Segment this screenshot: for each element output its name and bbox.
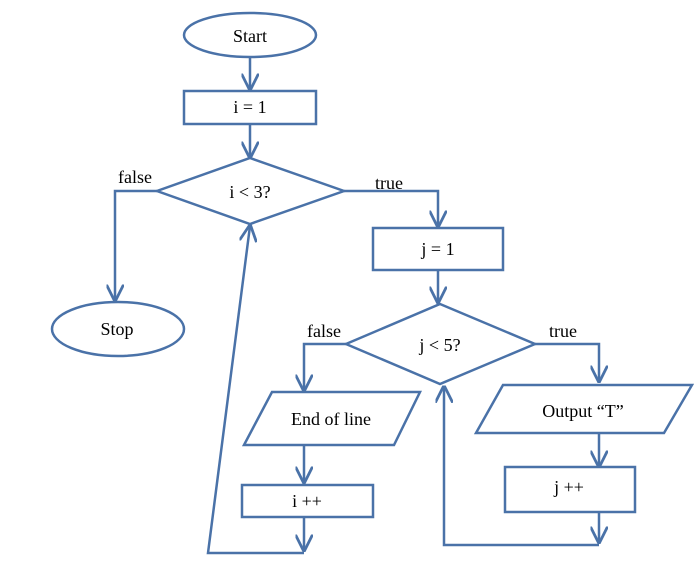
cond-i-decision (153, 156, 348, 226)
arrow-cond-i-true-to-init-j (344, 189, 438, 226)
inc-i-label: i ++ (292, 491, 322, 511)
arrow-cond-i-false-to-stop (115, 189, 157, 300)
stop-terminal (50, 300, 186, 358)
init-j-label: j = 1 (420, 239, 454, 259)
inc-j-process (503, 465, 637, 514)
init-j-process (371, 226, 505, 272)
output-t-io (473, 383, 694, 435)
cond-j-label: j < 5? (418, 335, 460, 355)
inc-j-label: j ++ (553, 477, 584, 497)
branch-labels: false true false true (118, 167, 577, 341)
node-labels: Start i = 1 i < 3? Stop j = 1 j < 5? End… (100, 26, 623, 511)
start-label: Start (233, 26, 267, 46)
arrow-loop-back-to-cond-j (444, 387, 599, 547)
arrow-cond-j-true-to-output-t (535, 342, 599, 381)
connectors (115, 57, 599, 555)
inc-i-process (240, 483, 375, 519)
start-terminal (182, 11, 318, 59)
init-i-label: i = 1 (233, 97, 266, 117)
cond-i-false-label: false (118, 167, 152, 187)
arrow-loop-back-to-cond-i (206, 226, 304, 555)
arrow-cond-j-false-to-end-of-line (304, 342, 346, 390)
init-i-process (182, 89, 318, 126)
cond-j-true-label: true (549, 321, 577, 341)
nodes (50, 11, 694, 519)
end-of-line-label: End of line (291, 409, 371, 429)
cond-i-true-label: true (375, 173, 403, 193)
cond-j-decision (342, 302, 539, 386)
cond-i-label: i < 3? (229, 182, 270, 202)
end-of-line-io (241, 390, 423, 447)
output-t-label: Output “T” (542, 401, 623, 421)
cond-j-false-label: false (307, 321, 341, 341)
stop-label: Stop (100, 319, 133, 339)
